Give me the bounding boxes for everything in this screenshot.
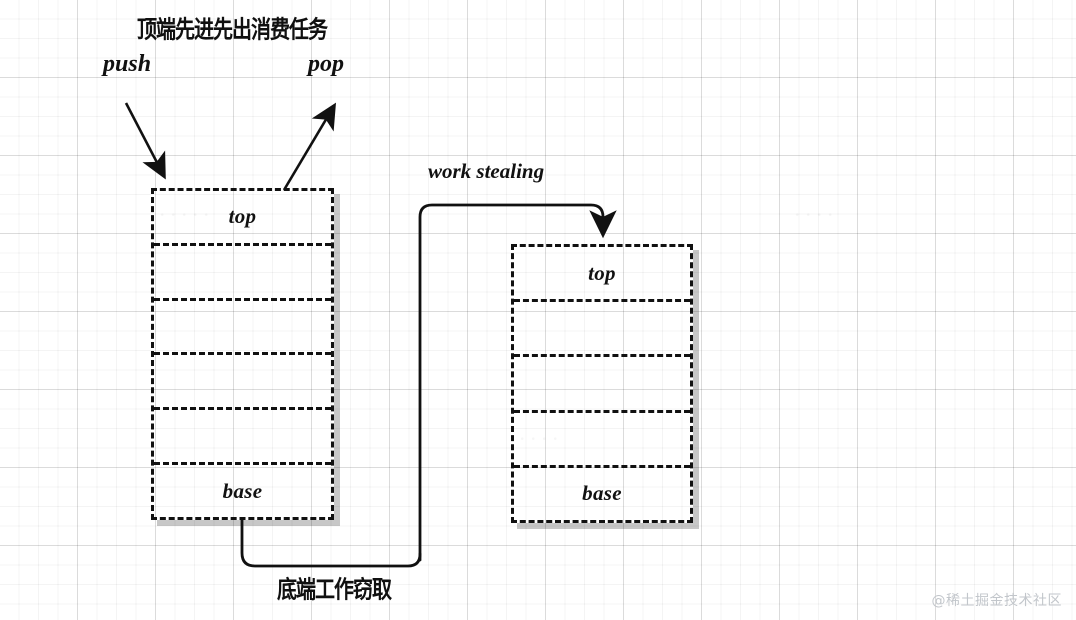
label-work-stealing: work stealing [428, 159, 545, 183]
stack-cell-label: base [222, 478, 263, 503]
stack-cell: base [514, 468, 690, 520]
bottom-connector [240, 518, 422, 568]
caption-bottom-work-stealing: 底端工作窃取 [277, 575, 392, 604]
stack-cell: top [514, 247, 690, 303]
stack-cell-label: top [228, 204, 257, 229]
label-push: push [103, 51, 152, 77]
stack-cell [514, 357, 690, 413]
stack-cell [154, 355, 331, 411]
stack-cell: base [154, 465, 331, 517]
stack-cell [154, 410, 331, 466]
stack-cell [514, 302, 690, 358]
worker-queue-right: top base [511, 244, 693, 523]
stack-cell [514, 413, 690, 468]
stack-cell: top [154, 191, 331, 246]
title-top-fifo: 顶端先进先出消费任务 [137, 15, 328, 44]
watermark: @稀土掘金技术社区 [931, 593, 1062, 609]
stack-cell-label: base [582, 481, 622, 506]
pop-arrow [282, 102, 336, 191]
stack-cell [154, 246, 331, 301]
background-artifact: . . . . [795, 196, 834, 222]
label-pop: pop [308, 51, 344, 77]
stack-cell-label: top [588, 260, 616, 285]
stack-cell [154, 301, 331, 356]
push-arrow [124, 102, 166, 180]
worker-queue-left: top base [151, 188, 334, 520]
